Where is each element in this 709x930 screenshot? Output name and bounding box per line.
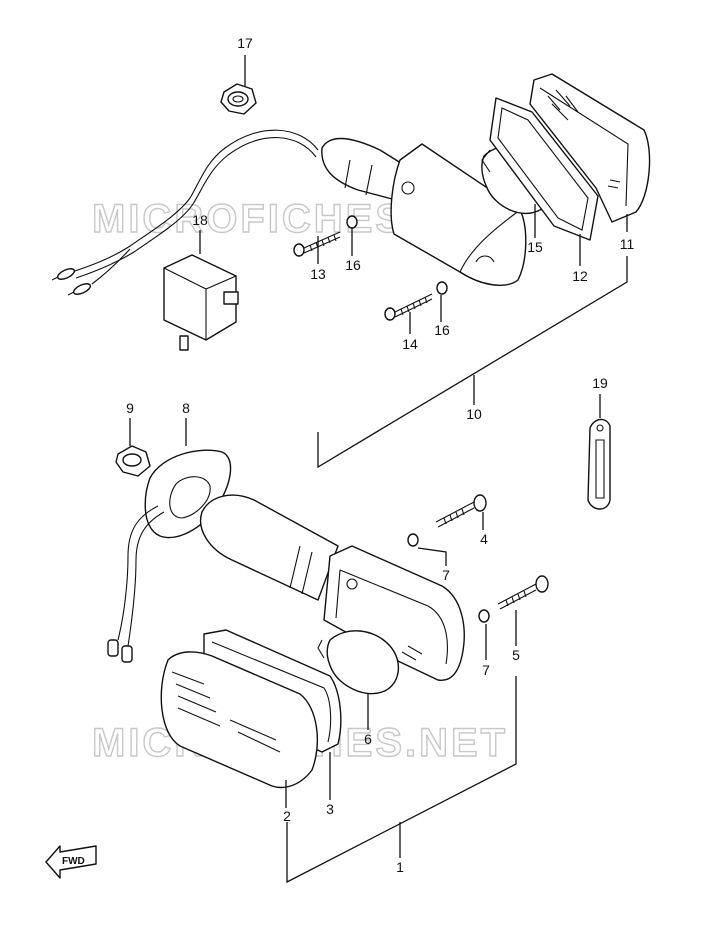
callout-14: 14 <box>402 336 418 352</box>
screw-part-5 <box>497 575 549 610</box>
bulb-part-6 <box>317 630 400 695</box>
callout-labels: 17 18 13 16 14 16 15 12 11 10 19 8 9 4 7… <box>126 35 634 875</box>
callout-16-lower: 16 <box>434 322 450 338</box>
callout-3: 3 <box>326 801 334 817</box>
screw-part-13 <box>293 231 341 257</box>
fwd-label: FWD <box>62 856 85 867</box>
washer-part-7-lower <box>478 609 490 623</box>
callout-5: 5 <box>512 647 520 663</box>
wire-harness-upper <box>51 129 319 296</box>
callout-19: 19 <box>592 375 608 391</box>
callout-9: 9 <box>126 400 134 416</box>
callout-16-upper: 16 <box>345 257 361 273</box>
nut-part-9 <box>115 445 151 477</box>
callout-17: 17 <box>237 35 253 51</box>
callout-6: 6 <box>364 731 372 747</box>
leader-lines <box>129 55 628 884</box>
callout-4: 4 <box>480 531 488 547</box>
callout-7-lower: 7 <box>482 662 490 678</box>
nut-part-17 <box>220 83 257 115</box>
relay-part-18 <box>163 254 239 351</box>
screw-part-14 <box>384 293 433 321</box>
callout-15: 15 <box>527 239 543 255</box>
callout-12: 12 <box>572 268 588 284</box>
callout-18: 18 <box>192 212 208 228</box>
callout-1: 1 <box>396 859 404 875</box>
lens-part-11 <box>529 73 651 223</box>
forward-direction-arrow: FWD <box>45 845 97 879</box>
turn-signal-housing-lower <box>323 545 465 681</box>
callout-11: 11 <box>620 236 635 252</box>
gasket-part-12 <box>489 97 599 241</box>
lens-part-2 <box>160 651 318 789</box>
callout-10: 10 <box>466 406 482 422</box>
wire-harness-lower <box>107 505 165 663</box>
callout-8: 8 <box>182 400 190 416</box>
stalk-lower <box>200 494 339 601</box>
screw-part-4 <box>435 494 487 528</box>
callout-13: 13 <box>310 266 326 282</box>
callout-2: 2 <box>283 808 291 824</box>
washer-part-16-upper <box>346 215 358 229</box>
turn-signal-housing-upper <box>321 137 527 286</box>
washer-part-7-upper <box>407 533 419 547</box>
strap-part-19 <box>587 418 611 510</box>
washer-part-16-lower <box>436 281 448 295</box>
callout-7-upper: 7 <box>442 567 450 583</box>
